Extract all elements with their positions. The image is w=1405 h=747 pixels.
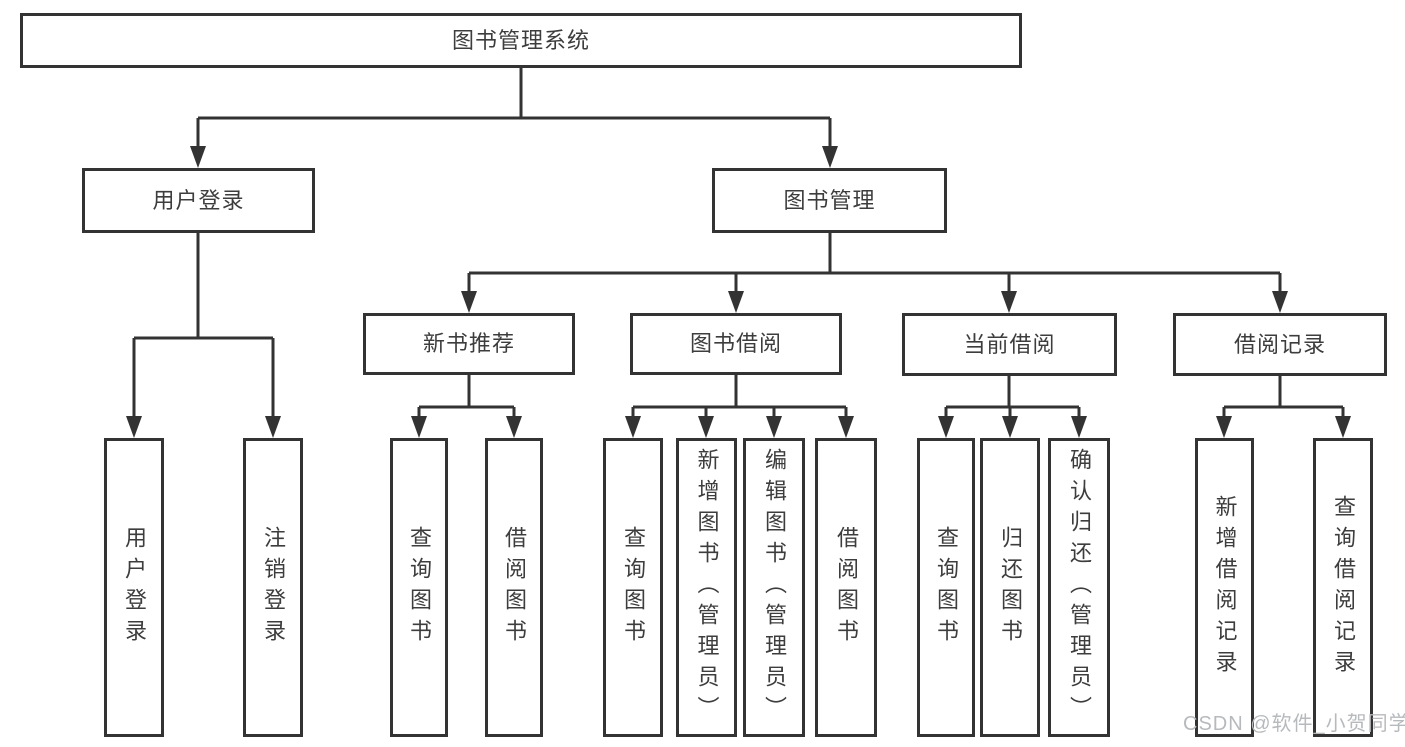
node-label: 用户登录 — [152, 187, 245, 213]
leaf-records-add-record: 新增借阅记录 — [1195, 438, 1254, 737]
node-label: 注销登录 — [261, 525, 286, 650]
node-label: 查询借阅记录 — [1331, 494, 1356, 681]
node-label: 新书推荐 — [422, 331, 515, 356]
node-user-login: 用户登录 — [82, 168, 315, 233]
leaf-recommend-borrow-books: 借阅图书 — [485, 438, 543, 737]
node-label: 图书借阅 — [689, 331, 782, 356]
node-book-management: 图书管理 — [712, 168, 947, 233]
node-label: 借阅记录 — [1233, 331, 1326, 357]
node-label: 查询图书 — [407, 525, 432, 650]
node-label: 归还图书 — [998, 525, 1023, 650]
node-label: 新增借阅记录 — [1212, 494, 1238, 681]
node-current-borrow: 当前借阅 — [902, 313, 1117, 376]
node-label: 借阅图书 — [502, 525, 527, 650]
node-label: 查询图书 — [934, 525, 959, 650]
node-label: 新增图书（管理员） — [694, 448, 720, 727]
node-label: 查询图书 — [621, 525, 646, 650]
node-root-system: 图书管理系统 — [20, 13, 1022, 68]
leaf-logout: 注销登录 — [243, 438, 303, 737]
node-label: 当前借阅 — [963, 331, 1056, 357]
node-label: 图书管理系统 — [451, 27, 590, 53]
leaf-current-confirm-return-admin: 确认归还（管理员） — [1048, 438, 1110, 737]
node-new-book-recommend: 新书推荐 — [363, 313, 575, 375]
node-borrow-records: 借阅记录 — [1173, 313, 1387, 376]
leaf-records-query-record: 查询借阅记录 — [1313, 438, 1373, 737]
node-label: 用户登录 — [122, 525, 147, 650]
leaf-borrow-query-books: 查询图书 — [603, 438, 663, 737]
leaf-current-query-books: 查询图书 — [917, 438, 975, 737]
node-label: 图书管理 — [783, 187, 876, 213]
csdn-watermark: CSDN @软件_小贺同学 — [1183, 713, 1405, 735]
node-label: 确认归还（管理员） — [1067, 448, 1092, 727]
leaf-user-login: 用户登录 — [104, 438, 164, 737]
node-label: 借阅图书 — [834, 525, 859, 650]
leaf-borrow-borrow-books: 借阅图书 — [815, 438, 877, 737]
node-label: 编辑图书（管理员） — [762, 448, 787, 727]
leaf-recommend-query-books: 查询图书 — [390, 438, 448, 737]
leaf-borrow-edit-books-admin: 编辑图书（管理员） — [743, 438, 805, 737]
node-book-borrow: 图书借阅 — [630, 313, 842, 375]
leaf-borrow-add-books-admin: 新增图书（管理员） — [676, 438, 737, 737]
leaf-current-return-books: 归还图书 — [980, 438, 1040, 737]
